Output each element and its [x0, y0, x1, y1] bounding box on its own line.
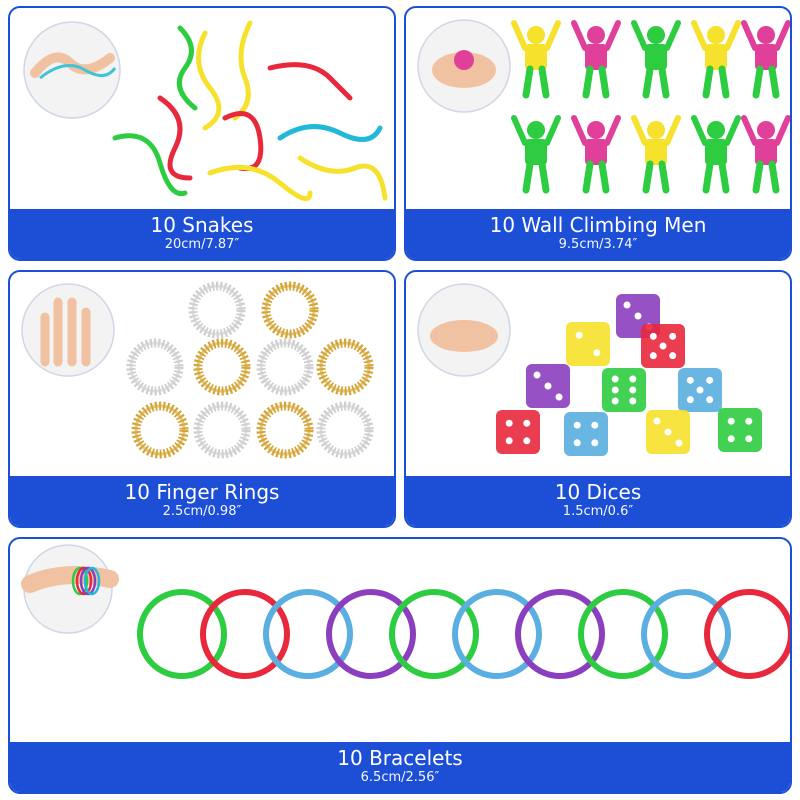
dice-size: 1.5cm/0.6″ [562, 504, 634, 519]
die [646, 410, 690, 454]
bracelet-ring [641, 589, 731, 679]
climber-figure [511, 20, 561, 99]
snake-cyan [277, 124, 383, 142]
climber-figure [631, 115, 681, 194]
climber-sample [454, 50, 474, 70]
rings-title: 10 Finger Rings [124, 480, 280, 504]
climber-figure [571, 115, 621, 194]
rings-illustration [21, 281, 374, 459]
snake-yellow-2 [196, 30, 222, 131]
bracelets-title: 10 Bracelets [337, 746, 463, 770]
dice-caption: 10 Dices 1.5cm/0.6″ [406, 476, 790, 526]
snakes-card: 10 Snakes 20cm/7.87″ [8, 6, 396, 261]
snake-yellow-3 [207, 164, 313, 202]
dice-illustration [417, 283, 762, 456]
climbers-illustration [417, 19, 790, 194]
die [564, 412, 608, 456]
snake-red-3 [222, 111, 264, 172]
bracelet-ring [452, 589, 542, 679]
snakes-size: 20cm/7.87″ [164, 237, 240, 252]
climber-figure [571, 20, 621, 99]
climber-figure [691, 115, 741, 194]
bracelet-ring [515, 589, 605, 679]
snake-green [176, 25, 198, 111]
bracelet-ring [704, 589, 790, 679]
snake-yellow-4 [297, 155, 388, 201]
die [496, 410, 540, 454]
snake-green-2 [112, 133, 188, 197]
snake-sample [39, 64, 117, 80]
dice-title: 10 Dices [554, 480, 642, 504]
bracelets-caption: 10 Bracelets 6.5cm/2.56″ [10, 742, 790, 792]
bracelet-ring [578, 589, 668, 679]
die [602, 368, 646, 412]
hand-shape [30, 52, 115, 78]
worn-bracelet [79, 566, 97, 596]
climbers-card: 10 Wall Climbing Men 9.5cm/3.74″ [404, 6, 792, 261]
snake-red [267, 62, 353, 101]
rings-size: 2.5cm/0.98″ [162, 504, 242, 519]
bracelet-ring [263, 589, 353, 679]
worn-bracelet [83, 566, 101, 596]
snakes-caption: 10 Snakes 20cm/7.87″ [10, 209, 394, 259]
climber-figure [741, 115, 790, 194]
climbers-title: 10 Wall Climbing Men [489, 213, 707, 237]
climbers-caption: 10 Wall Climbing Men 9.5cm/3.74″ [406, 209, 790, 259]
climber-figure [741, 20, 790, 99]
snakes-illustration [23, 20, 388, 202]
snake-red-2 [157, 95, 193, 181]
climber-figure [631, 20, 681, 99]
snake-yellow [232, 20, 253, 121]
climber-figure [511, 115, 561, 194]
worn-bracelet [75, 566, 93, 596]
snakes-title: 10 Snakes [150, 213, 254, 237]
arm-shape [21, 566, 119, 593]
dice-card: 10 Dices 1.5cm/0.6″ [404, 270, 792, 528]
climbers-size: 9.5cm/3.74″ [558, 237, 638, 252]
die [566, 322, 610, 366]
bracelets-card: 10 Bracelets 6.5cm/2.56″ [8, 537, 792, 794]
rings-card: 10 Finger Rings 2.5cm/0.98″ [8, 270, 396, 528]
bracelet-ring [389, 589, 479, 679]
climber-figure [691, 20, 741, 99]
rings-caption: 10 Finger Rings 2.5cm/0.98″ [10, 476, 394, 526]
die [526, 364, 570, 408]
die [678, 368, 722, 412]
worn-bracelet [71, 566, 89, 596]
hand-shape [430, 320, 498, 352]
bracelet-ring [200, 589, 290, 679]
bracelets-illustration [21, 544, 790, 679]
bracelet-ring [137, 589, 227, 679]
die [718, 408, 762, 452]
bracelets-size: 6.5cm/2.56″ [360, 770, 440, 785]
die [641, 324, 685, 368]
bracelet-ring [326, 589, 416, 679]
hand-shape [40, 297, 91, 367]
